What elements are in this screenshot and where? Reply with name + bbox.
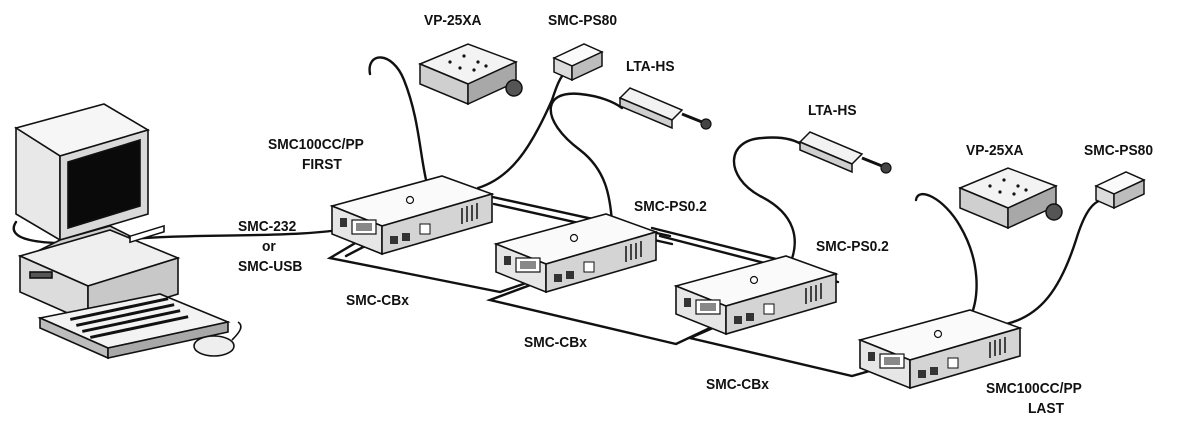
label-cbx-b: SMC-CBx: [524, 334, 587, 351]
ps-cable-2: [1004, 198, 1104, 326]
label-smcps80-right: SMC-PS80: [1084, 142, 1154, 159]
label-controller-last-model: SMC100CC/PP: [986, 380, 1082, 397]
controller-second: [495, 213, 657, 293]
label-pc-cable-usb: SMC-USB: [238, 258, 303, 275]
label-vp25xa-top: VP-25XA: [424, 12, 482, 29]
controller-third: [675, 255, 837, 335]
power-supply-left-icon: [553, 43, 603, 81]
label-pc-cable-or: or: [262, 238, 276, 255]
ps-cable-1: [476, 70, 568, 190]
label-ltahs-right: LTA-HS: [808, 102, 857, 119]
translation-stage-left-icon: [419, 43, 523, 105]
label-ps02-b: SMC-PS0.2: [816, 238, 889, 255]
label-controller-last-position: LAST: [1028, 400, 1065, 417]
label-controller-first-position: FIRST: [302, 156, 342, 173]
label-vp25xa-right: VP-25XA: [966, 142, 1024, 159]
label-cbx-c: SMC-CBx: [706, 376, 769, 393]
lta-cable-1: [549, 92, 624, 224]
translation-stage-right-icon: [959, 167, 1063, 229]
power-supply-right-icon: [1095, 171, 1145, 209]
label-ps02-a: SMC-PS0.2: [634, 198, 707, 215]
label-smcps80-top: SMC-PS80: [548, 12, 618, 29]
label-ltahs-left: LTA-HS: [626, 58, 675, 75]
desktop-computer-icon: [14, 103, 242, 360]
lta-cable-2: [732, 136, 806, 266]
linear-actuator-left-icon: [618, 86, 713, 131]
controller-last: [859, 309, 1021, 389]
label-controller-first-model: SMC100CC/PP: [268, 136, 364, 153]
controller-first: [331, 175, 493, 255]
label-pc-cable-serial: SMC-232: [238, 218, 297, 235]
label-cbx-a: SMC-CBx: [346, 292, 409, 309]
linear-actuator-right-icon: [798, 130, 893, 175]
stage-cable-1: [368, 56, 430, 190]
stage-cable-2: [914, 193, 978, 320]
